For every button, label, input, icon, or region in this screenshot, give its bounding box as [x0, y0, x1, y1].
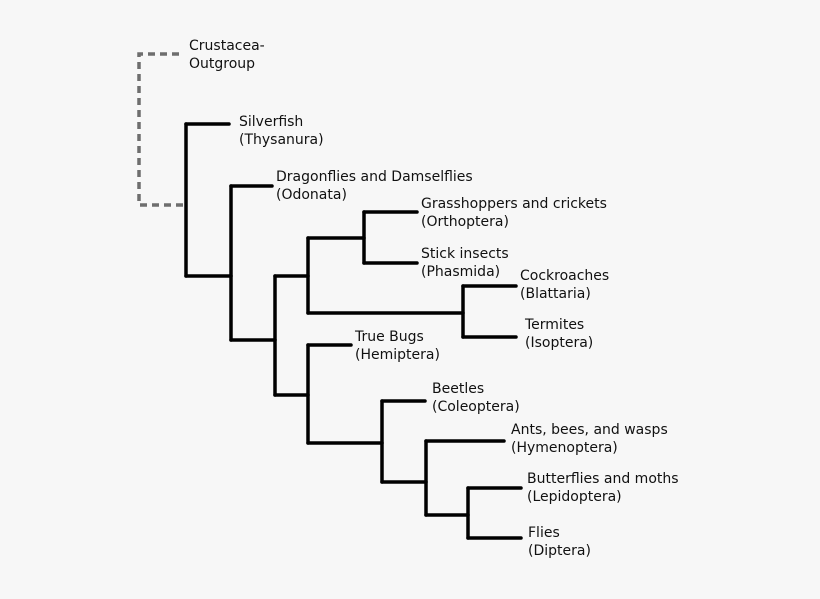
taxon-name: Beetles — [432, 381, 485, 397]
taxon-group: (Diptera) — [528, 543, 591, 559]
taxon-group: (Orthoptera) — [421, 214, 509, 230]
taxon-group: (Odonata) — [276, 187, 347, 203]
taxon-group: (Blattaria) — [520, 286, 591, 302]
taxon-name: Grasshoppers and crickets — [421, 196, 607, 212]
taxon-name: Butterflies and moths — [527, 471, 679, 487]
taxon-label-termites: Termites (Isoptera) — [525, 316, 593, 352]
taxon-name: Flies — [528, 525, 560, 541]
taxon-name: Cockroaches — [520, 268, 610, 284]
taxon-name: Ants, bees, and wasps — [511, 422, 668, 438]
taxon-group: (Lepidoptera) — [527, 489, 622, 505]
taxon-group: (Hymenoptera) — [511, 440, 618, 456]
taxon-label-grasshoppers: Grasshoppers and crickets (Orthoptera) — [421, 195, 607, 231]
taxon-label-butterflies: Butterflies and moths (Lepidoptera) — [527, 470, 679, 506]
taxon-label-flies: Flies (Diptera) — [528, 524, 591, 560]
taxon-name: True Bugs — [355, 329, 424, 345]
taxon-label-cockroaches: Cockroaches (Blattaria) — [520, 267, 609, 303]
taxon-group: (Thysanura) — [239, 132, 324, 148]
taxon-name: Crustacea- — [189, 38, 265, 54]
taxon-label-dragonflies: Dragonflies and Damselflies (Odonata) — [276, 168, 473, 204]
taxon-label-ants: Ants, bees, and wasps (Hymenoptera) — [511, 421, 668, 457]
outgroup-branch — [137, 52, 183, 207]
taxon-label-silverfish: Silverfish (Thysanura) — [239, 113, 324, 149]
taxon-label-true-bugs: True Bugs (Hemiptera) — [355, 328, 440, 364]
taxon-name: Termites — [525, 317, 585, 333]
taxon-group: (Isoptera) — [525, 335, 594, 351]
taxon-group: (Hemiptera) — [355, 347, 440, 363]
taxon-name: Stick insects — [421, 246, 509, 262]
taxon-label-beetles: Beetles (Coleoptera) — [432, 380, 520, 416]
taxon-label-stick-insects: Stick insects (Phasmida) — [421, 245, 509, 281]
taxon-name: Silverfish — [239, 114, 304, 130]
taxon-label-crustacea: Crustacea- Outgroup — [189, 37, 265, 73]
taxon-group: (Phasmida) — [421, 264, 501, 280]
taxon-group: Outgroup — [189, 56, 256, 72]
taxon-name: Dragonflies and Damselflies — [276, 169, 473, 185]
taxon-group: (Coleoptera) — [432, 399, 520, 415]
